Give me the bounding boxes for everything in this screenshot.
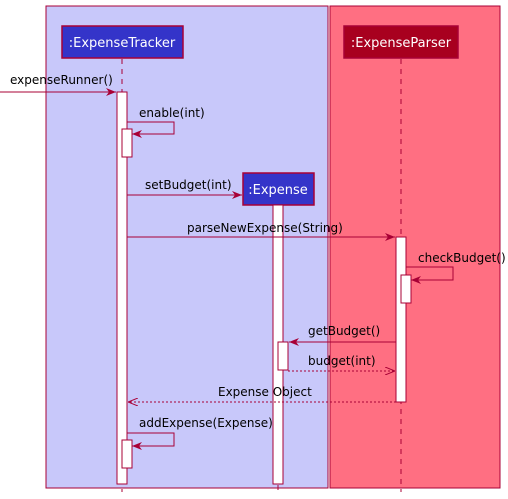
tracker-activation <box>116 91 128 485</box>
message-add-expense: addExpense(Expense) <box>127 416 273 450</box>
participant-expense: :Expense <box>242 172 315 206</box>
tracker-activation-add <box>121 439 133 469</box>
message-expense-runner: expenseRunner() <box>0 73 116 96</box>
message-check-budget-label: checkBudget() <box>418 251 506 265</box>
message-budget-return-label: budget(int) <box>308 354 376 368</box>
expense-activation-getbudget <box>277 341 289 371</box>
message-budget-return: budget(int) <box>288 354 395 371</box>
parser-group-box <box>329 5 501 489</box>
participant-tracker: :ExpenseTracker <box>61 25 184 59</box>
participant-parser: :ExpenseParser <box>343 25 459 59</box>
message-parse-new-expense: parseNewExpense(String) <box>127 221 395 241</box>
message-expense-object-return: Expense Object <box>128 385 396 402</box>
message-expense-runner-label: expenseRunner() <box>10 73 113 87</box>
participant-expense-label: :Expense <box>248 183 308 198</box>
parser-activation-check <box>400 274 412 304</box>
tracker-activation-enable <box>121 128 133 158</box>
parser-activation <box>395 236 407 403</box>
message-expense-object-label: Expense Object <box>218 385 312 399</box>
message-get-budget: getBudget() <box>289 324 396 346</box>
message-set-budget: setBudget(int) <box>127 178 242 199</box>
participant-parser-label: :ExpenseParser <box>351 36 452 51</box>
participant-tracker-label: :ExpenseTracker <box>69 36 176 51</box>
message-add-expense-label: addExpense(Expense) <box>139 416 273 430</box>
message-enable-label: enable(int) <box>139 106 205 120</box>
message-check-budget: checkBudget() <box>406 251 506 284</box>
message-get-budget-label: getBudget() <box>308 324 380 338</box>
message-parse-new-expense-label: parseNewExpense(String) <box>187 221 343 235</box>
message-enable: enable(int) <box>127 106 205 138</box>
message-set-budget-label: setBudget(int) <box>145 178 232 192</box>
